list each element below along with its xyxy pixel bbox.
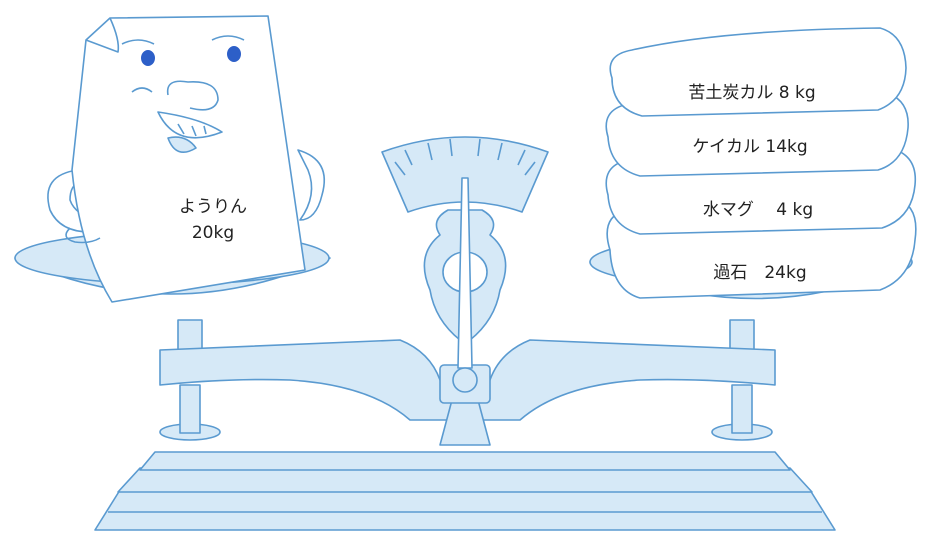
eye-right — [227, 46, 241, 62]
right-bag-label-1: 苦土炭カル 8 kg — [688, 83, 815, 103]
tongue — [167, 136, 197, 154]
right-bag-label-3: 水マグ 4 kg — [703, 200, 813, 220]
scale-base — [94, 451, 836, 531]
youryn-label-line1: ようりん — [179, 197, 247, 217]
eye-left — [141, 50, 155, 66]
kudotankaru-bag — [609, 27, 907, 117]
scale-needle — [457, 177, 473, 369]
weighing-dial — [381, 136, 549, 213]
eyebrow-right — [211, 35, 245, 41]
right-bag-label-2: ケイカル 14kg — [692, 137, 807, 157]
needle-pivot — [452, 367, 478, 393]
right-bag-label-4: 過石 24kg — [713, 263, 806, 283]
youryn-bag-character — [47, 15, 326, 303]
cheek — [131, 87, 153, 93]
right-post — [711, 319, 773, 441]
nose — [166, 80, 219, 111]
eyebrow-left — [121, 39, 155, 45]
youryn-label-line2: 20kg — [192, 223, 234, 243]
